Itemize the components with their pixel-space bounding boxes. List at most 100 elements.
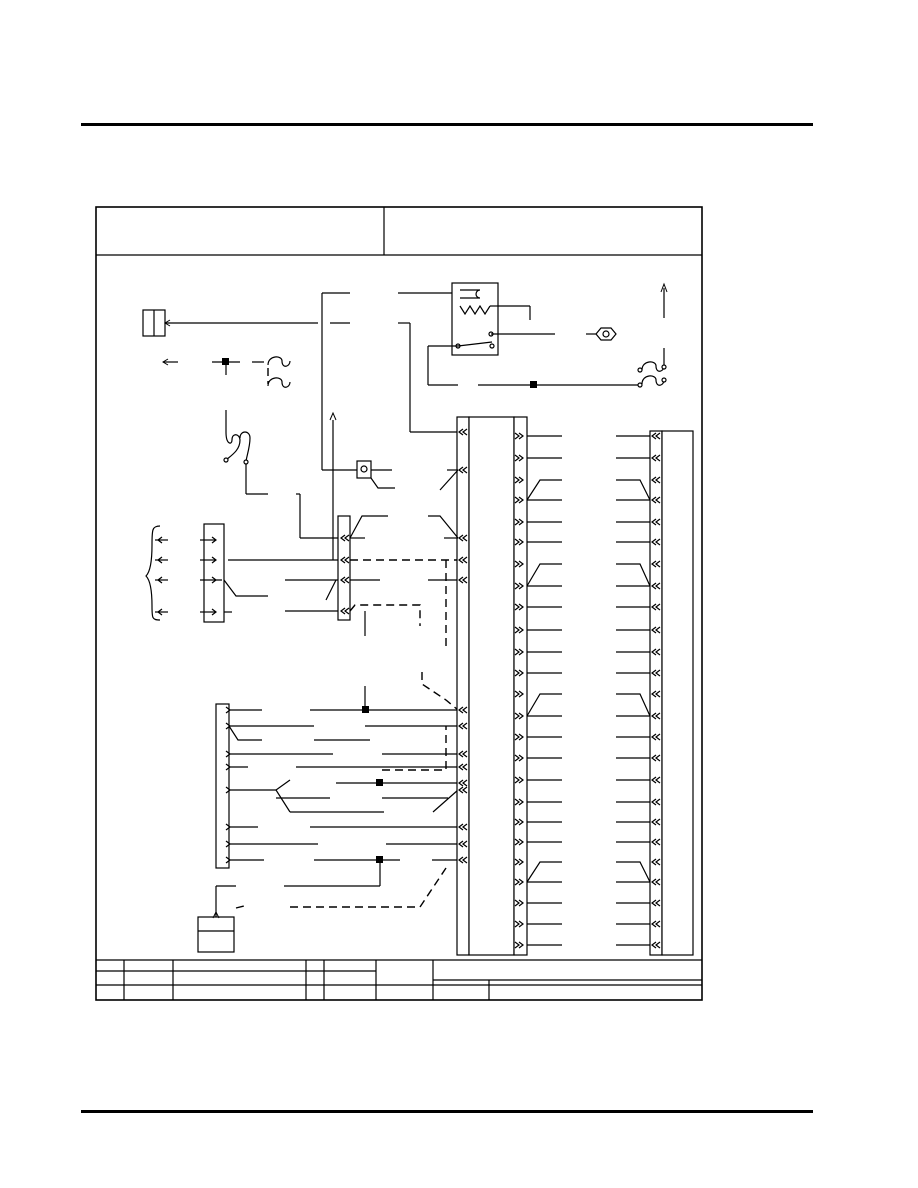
upper-harness-connector	[228, 493, 458, 636]
pin-mark	[340, 576, 350, 584]
pin-mark	[651, 858, 661, 866]
grounding-nut	[538, 327, 617, 341]
pin-mark	[225, 763, 231, 771]
pin-mark	[340, 556, 350, 564]
pin-mark	[458, 706, 468, 714]
pin-mark	[514, 941, 524, 949]
pin-mark	[514, 690, 524, 698]
pin-mark	[458, 750, 468, 758]
harness-wire-bend	[526, 693, 562, 717]
pin-mark	[211, 536, 217, 544]
pin-mark	[458, 428, 468, 436]
pin-mark	[514, 776, 524, 784]
revision-block	[96, 959, 702, 1000]
pin-mark	[514, 496, 524, 504]
pin-mark	[514, 899, 524, 907]
pin-mark	[651, 496, 661, 504]
pin-mark	[514, 432, 524, 440]
pin-mark	[514, 582, 524, 590]
pin-mark	[651, 878, 661, 886]
pin-mark	[458, 823, 468, 831]
pin-mark	[157, 536, 163, 544]
pin-mark	[514, 712, 524, 720]
pin-mark	[651, 899, 661, 907]
switch-box	[451, 282, 538, 356]
pin-mark	[514, 669, 524, 677]
pin-mark	[514, 603, 524, 611]
pin-mark	[651, 518, 661, 526]
pin-mark	[211, 608, 217, 616]
pin-mark	[651, 941, 661, 949]
pin-mark	[651, 754, 661, 762]
pin-mark	[514, 538, 524, 546]
harness-wire-bend	[616, 861, 651, 883]
pin-mark	[225, 856, 231, 864]
pin-mark	[514, 518, 524, 526]
pin-mark	[157, 556, 163, 564]
right-fuse-set	[637, 282, 668, 388]
pin-mark	[514, 648, 524, 656]
pin-mark	[514, 878, 524, 886]
pin-mark	[514, 733, 524, 741]
pin-mark	[514, 454, 524, 462]
pin-mark	[458, 786, 468, 794]
pin-mark	[651, 582, 661, 590]
main-module-connector-left	[428, 416, 528, 956]
top-wiring	[321, 292, 458, 560]
pin-mark	[651, 798, 661, 806]
pin-mark	[458, 556, 468, 564]
pin-mark	[458, 466, 468, 474]
pin-mark	[340, 534, 350, 542]
harness-bus	[526, 435, 651, 946]
pin-mark	[458, 722, 468, 730]
pin-mark	[157, 608, 163, 616]
pin-mark	[651, 669, 661, 677]
pin-mark	[651, 818, 661, 826]
pin-mark	[225, 786, 231, 794]
schematic-frame	[95, 206, 703, 1001]
pin-mark	[458, 534, 468, 542]
pin-mark	[514, 626, 524, 634]
pin-mark	[225, 840, 231, 848]
pin-mark	[651, 603, 661, 611]
left-harness-connector	[142, 309, 318, 337]
pin-mark	[514, 476, 524, 484]
pin-mark	[651, 920, 661, 928]
pin-mark	[514, 920, 524, 928]
top-rule	[81, 123, 813, 126]
pin-mark	[225, 750, 231, 758]
left-fuse-group	[162, 356, 291, 495]
bottom-rule	[81, 1110, 813, 1113]
pin-mark	[514, 798, 524, 806]
pin-mark	[514, 818, 524, 826]
harness-wire-bend	[616, 479, 651, 501]
pin-mark	[157, 576, 163, 584]
pin-mark	[651, 476, 661, 484]
pin-mark	[651, 432, 661, 440]
harness-wire-bend	[526, 861, 562, 883]
pin-mark	[340, 607, 350, 615]
pin-mark	[651, 838, 661, 846]
pin-mark	[651, 712, 661, 720]
pin-mark	[651, 690, 661, 698]
dashed-cables	[290, 560, 459, 908]
pin-mark	[651, 560, 661, 568]
pin-mark	[651, 776, 661, 784]
pin-mark	[211, 556, 217, 564]
lower-harness-connector	[145, 523, 268, 623]
middle-left-connector	[215, 686, 459, 887]
connector-pin-marks	[157, 428, 661, 949]
pin-mark	[514, 560, 524, 568]
pin-mark	[651, 626, 661, 634]
pin-mark	[514, 858, 524, 866]
pin-mark	[225, 706, 231, 714]
pin-mark	[458, 763, 468, 771]
lamp-socket	[356, 460, 395, 489]
pin-mark	[514, 838, 524, 846]
harness-wire-bend	[616, 693, 651, 717]
pin-mark	[458, 856, 468, 864]
pin-mark	[458, 840, 468, 848]
pin-mark	[651, 538, 661, 546]
pin-mark	[651, 454, 661, 462]
